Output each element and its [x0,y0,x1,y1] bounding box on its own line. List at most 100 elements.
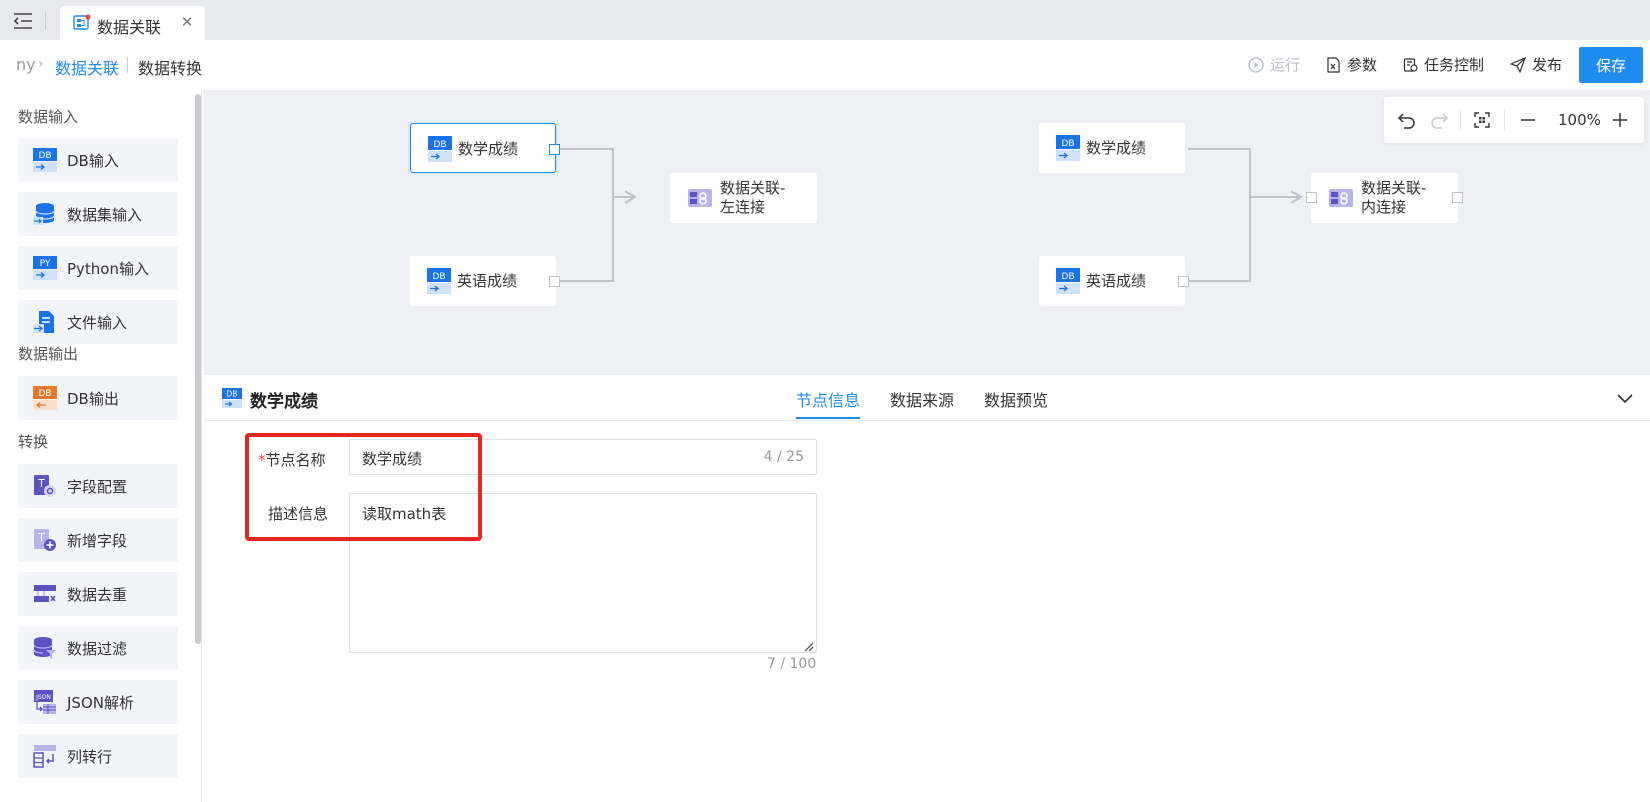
db-input-icon: DB [222,388,242,408]
data-relation-icon [1329,186,1353,212]
tab-bar: 数据关联 ✕ [0,0,1650,40]
breadcrumb-item-project[interactable]: ny [16,55,36,74]
node-name-input[interactable]: 数学成绩 4 / 25 [349,439,817,475]
node-inner-join[interactable]: 数据关联- 内连接 [1311,173,1458,223]
node-left-join[interactable]: 数据关联- 左连接 [670,173,817,223]
toolbar-divider [1504,110,1505,130]
sidebar-item-file-input[interactable]: 文件输入 [18,300,178,344]
group-title-output: 数据输出 [18,345,79,363]
breadcrumb-item-relation[interactable]: 数据关联 [55,59,120,78]
sidebar-item-label: 数据过滤 [67,640,128,658]
tab-data-preview[interactable]: 数据预览 [984,391,1049,410]
zoom-out-icon[interactable] [1518,110,1538,130]
python-input-icon: PY [33,256,57,280]
dedupe-icon [33,582,57,606]
formula-icon [1327,56,1340,73]
tab-node-info[interactable]: 节点信息 [796,391,861,410]
input-port[interactable] [1306,192,1317,203]
publish-button[interactable]: 发布 [1510,54,1562,75]
sidebar-item-column-to-row[interactable]: 列转行 [18,734,178,778]
save-button[interactable]: 保存 [1579,47,1643,83]
zoom-in-icon[interactable] [1610,110,1630,130]
output-port[interactable] [549,144,560,155]
svg-text:JSON: JSON [35,694,51,701]
menu-toggle-icon[interactable] [12,12,34,30]
data-relation-icon [73,14,91,31]
output-port[interactable] [1452,192,1463,203]
send-icon [1510,56,1526,73]
description-value: 读取math表 [362,505,447,523]
redo-icon[interactable] [1429,110,1449,130]
node-name-value: 数学成绩 [362,450,423,468]
header: ny › 数据关联 数据转换 运行 参数 任务控制 发布 保存 [0,40,1650,90]
tab-data-relation[interactable]: 数据关联 ✕ [60,6,205,40]
svg-text:T: T [37,531,45,544]
sidebar-item-db-input[interactable]: DB DB输入 [18,138,178,182]
sidebar-item-add-field[interactable]: T 新增字段 [18,518,178,562]
sidebar-item-db-output[interactable]: DB DB输出 [18,376,178,420]
svg-text:DB: DB [38,151,51,161]
sidebar-item-filter[interactable]: 数据过滤 [18,626,178,670]
sidebar-item-label: DB输入 [67,152,119,170]
node-math-score-left[interactable]: DB 数学成绩 [410,123,556,173]
node-label: 数学成绩 [1086,139,1147,157]
sidebar-item-dataset-input[interactable]: 数据集输入 [18,192,178,236]
node-math-score-right[interactable]: DB 数学成绩 [1039,123,1185,173]
toolbar-divider [1460,110,1461,130]
breadcrumb-item-transform: 数据转换 [138,59,203,78]
sidebar-item-label: 新增字段 [67,532,128,550]
chevron-right-icon: › [38,56,44,72]
output-port[interactable] [1178,276,1189,287]
dataset-input-icon [33,202,57,226]
description-textarea[interactable]: 读取math表 [349,493,817,653]
add-field-icon: T [33,528,57,552]
node-label: 数学成绩 [458,140,519,158]
node-label: 数据关联- 左连接 [720,179,786,216]
close-icon[interactable]: ✕ [180,13,194,31]
group-title-input: 数据输入 [18,108,79,126]
panel-title: 数学成绩 [250,392,318,412]
node-english-score-right[interactable]: DB 英语成绩 [1039,256,1185,306]
sidebar-scrollbar[interactable] [195,94,201,644]
svg-text:DB: DB [38,389,51,399]
run-button[interactable]: 运行 [1248,54,1300,75]
active-tab-indicator [796,417,860,419]
chevron-down-icon[interactable] [1615,389,1635,407]
svg-text:DB: DB [432,272,445,282]
svg-text:DB: DB [227,390,238,399]
column-to-row-icon [33,744,57,768]
db-input-icon: DB [428,136,452,162]
sidebar-item-python-input[interactable]: PY Python输入 [18,246,178,290]
sidebar-item-json-parse[interactable]: JSON JSON解析 [18,680,178,724]
node-english-score-left[interactable]: DB 英语成绩 [410,256,556,306]
fit-view-icon[interactable] [1472,110,1492,130]
play-circle-icon [1248,56,1264,73]
undo-icon[interactable] [1397,110,1417,130]
component-sidebar: 数据输入 DB DB输入 数据集输入 PY Python输入 文件输入 数据输出… [0,90,202,802]
resize-handle-icon[interactable] [802,638,814,652]
sidebar-item-label: DB输出 [67,390,119,408]
group-title-transform: 转换 [18,433,49,451]
task-control-button[interactable]: 任务控制 [1403,54,1484,75]
canvas-toolbar: 100% [1384,97,1644,143]
output-port[interactable] [549,276,560,287]
sidebar-item-label: 数据集输入 [67,206,143,224]
node-label: 数据关联- 内连接 [1361,179,1427,216]
sidebar-item-dedupe[interactable]: 数据去重 [18,572,178,616]
publish-label: 发布 [1532,56,1563,74]
params-button[interactable]: 参数 [1326,54,1377,75]
task-settings-icon [1403,57,1418,72]
node-label: 英语成绩 [457,272,518,290]
params-label: 参数 [1347,56,1378,74]
node-label: 英语成绩 [1086,272,1147,290]
json-parse-icon: JSON [33,690,57,714]
node-name-label: *节点名称 [258,449,326,470]
tab-data-source[interactable]: 数据来源 [890,391,955,410]
required-mark: * [258,451,266,469]
db-input-icon: DB [1056,268,1080,294]
description-label: 描述信息 [268,505,329,523]
breadcrumb-divider [127,57,128,73]
svg-text:T: T [37,477,45,490]
sidebar-item-field-config[interactable]: T 字段配置 [18,464,178,508]
sidebar-item-label: 文件输入 [67,314,128,332]
